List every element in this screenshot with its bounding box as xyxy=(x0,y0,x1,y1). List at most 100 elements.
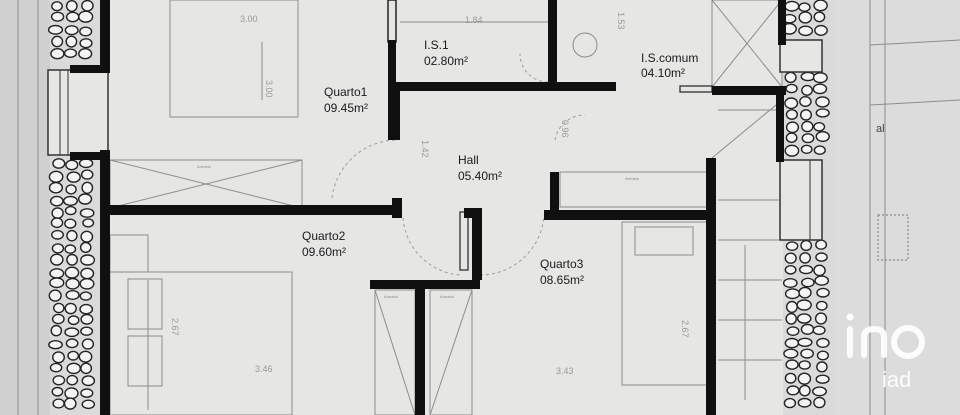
stone xyxy=(50,324,63,337)
stone xyxy=(815,239,828,250)
stone xyxy=(797,337,813,347)
shower-diagonal xyxy=(711,0,783,88)
wardrobe-diagonal xyxy=(429,289,473,415)
dim-hall-width: 0.96 xyxy=(560,120,570,138)
stone xyxy=(814,312,828,325)
stone xyxy=(814,24,828,36)
stone xyxy=(813,0,828,12)
room-area-quarto3: 08.65m² xyxy=(540,273,584,287)
pillow xyxy=(127,278,163,330)
wardrobe-label: Armário xyxy=(440,294,455,299)
logo-text: iad xyxy=(882,367,911,392)
stone xyxy=(785,359,799,370)
stone xyxy=(52,351,66,364)
stone xyxy=(48,340,63,350)
stone xyxy=(785,121,800,134)
stone xyxy=(798,25,814,37)
stone xyxy=(65,277,80,290)
dim-q1-length: 3.00 xyxy=(264,80,274,98)
stone xyxy=(79,277,95,290)
stone xyxy=(816,350,830,361)
stone xyxy=(65,338,79,349)
stone xyxy=(815,300,828,311)
stone xyxy=(66,253,79,266)
stone xyxy=(66,171,81,183)
stone-wall-left xyxy=(47,0,96,410)
stone xyxy=(800,239,813,252)
stone xyxy=(800,144,813,155)
stone xyxy=(49,362,63,373)
stone xyxy=(65,184,77,195)
stone xyxy=(801,277,815,288)
room-area-is1: 02.80m² xyxy=(424,54,468,68)
wall xyxy=(712,86,786,95)
stone xyxy=(798,264,814,275)
stone xyxy=(80,254,96,266)
stone xyxy=(796,313,812,324)
stone xyxy=(52,375,66,386)
room-name-quarto1: Quarto1 xyxy=(324,85,368,99)
window-left xyxy=(47,69,109,156)
stone xyxy=(79,208,95,218)
logo-dot xyxy=(846,313,854,321)
stone xyxy=(65,11,80,23)
wall xyxy=(70,152,110,160)
stone xyxy=(48,289,62,302)
pillow xyxy=(634,226,694,256)
stone xyxy=(64,244,77,254)
margin-line xyxy=(869,39,960,46)
stone xyxy=(799,95,812,107)
dim-q1-width: 3.00 xyxy=(240,14,258,24)
window-right xyxy=(779,159,823,241)
stone xyxy=(64,25,79,36)
stone xyxy=(49,195,64,207)
stone xyxy=(78,48,93,60)
stone xyxy=(65,290,80,301)
stone xyxy=(786,385,800,396)
stone xyxy=(784,252,797,264)
stone xyxy=(784,288,801,300)
margin-hatch xyxy=(877,214,909,261)
stone xyxy=(815,252,828,262)
stone xyxy=(784,144,800,157)
stone xyxy=(785,241,799,252)
stone xyxy=(785,312,798,325)
stone xyxy=(813,11,826,23)
door-swing-quarto1 xyxy=(331,139,399,199)
stone xyxy=(51,313,65,325)
wardrobe-quarto3 xyxy=(429,289,473,415)
stone xyxy=(49,268,65,279)
stone xyxy=(51,1,63,12)
wall xyxy=(388,82,400,140)
stone xyxy=(813,264,826,277)
room-area-quarto1: 09.45m² xyxy=(324,101,368,115)
stone xyxy=(51,35,64,48)
wardrobe-diagonal xyxy=(109,159,303,209)
stone xyxy=(65,159,79,171)
wall xyxy=(550,172,559,217)
stone xyxy=(784,0,800,12)
walls xyxy=(70,0,786,415)
stone xyxy=(816,361,828,373)
wall xyxy=(388,40,396,82)
door-swing-hall xyxy=(554,114,586,141)
stone xyxy=(63,195,79,207)
stone xyxy=(80,230,94,243)
stone xyxy=(800,348,814,359)
stone xyxy=(816,337,830,349)
wardrobe-label: Armário xyxy=(197,164,212,169)
stone xyxy=(800,109,813,121)
stone xyxy=(798,286,812,299)
dim-q3-width: 3.43 xyxy=(556,366,574,376)
wall xyxy=(370,280,480,289)
stone xyxy=(78,350,93,363)
stone xyxy=(47,24,64,35)
stone xyxy=(50,217,64,229)
stone xyxy=(785,83,798,94)
stone xyxy=(784,372,797,384)
stone xyxy=(800,323,815,335)
wardrobe-label: Armário xyxy=(384,294,399,299)
stone xyxy=(813,122,826,132)
stone xyxy=(67,350,80,361)
